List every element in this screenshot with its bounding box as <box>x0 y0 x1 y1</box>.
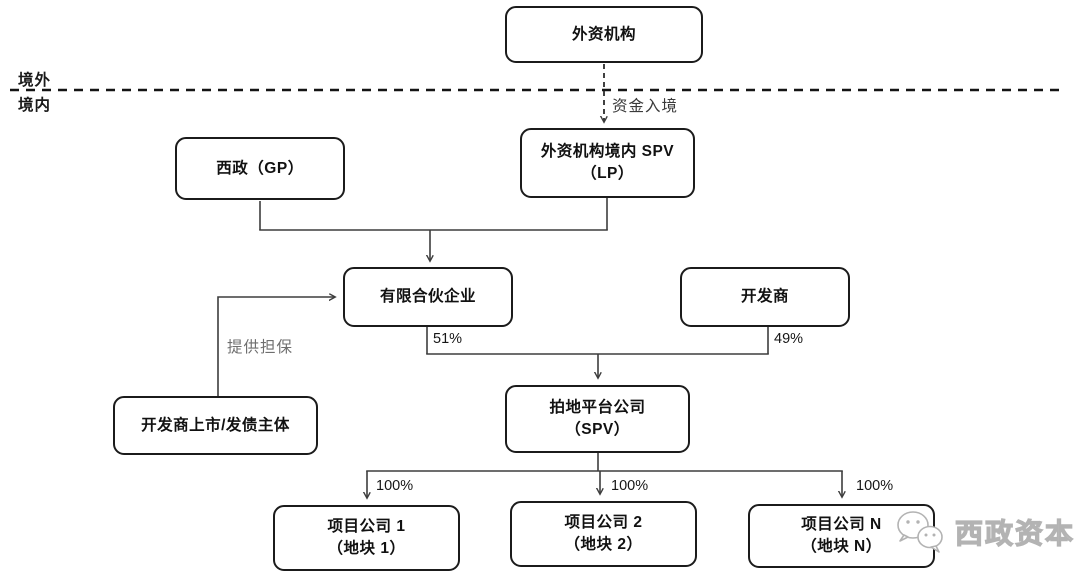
node-land-platform-line2: （SPV） <box>565 421 630 438</box>
node-project1-line2: （地块 1） <box>327 540 406 557</box>
node-land-platform-line1: 拍地平台公司 <box>549 399 646 417</box>
node-land-platform: 拍地平台公司 （SPV） <box>505 385 690 453</box>
node-onshore-spv-line1: 外资机构境内 SPV <box>540 143 675 161</box>
node-project2-line1: 项目公司 2 <box>564 514 643 532</box>
project2-share-label: 100% <box>611 478 649 494</box>
wechat-icon <box>897 511 943 553</box>
project1-share-label: 100% <box>376 478 414 494</box>
funds-inbound-label: 资金入境 <box>612 98 679 115</box>
region-label-onshore: 境内 <box>18 97 52 114</box>
node-developer: 开发商 <box>680 267 850 327</box>
node-projectN-line1: 项目公司 N <box>801 516 882 534</box>
developer-share-label: 49% <box>774 331 804 347</box>
node-onshore-spv-line2: （LP） <box>581 165 634 182</box>
node-onshore-spv: 外资机构境内 SPV （LP） <box>520 128 695 198</box>
node-developer-entity-label: 开发商上市/发债主体 <box>141 416 290 434</box>
node-limited-partnership: 有限合伙企业 <box>343 267 513 327</box>
node-projectN-line2: （地块 N） <box>801 538 882 555</box>
guarantee-label: 提供担保 <box>227 339 294 356</box>
lp-share-label: 51% <box>433 331 463 347</box>
projectN-share-label: 100% <box>856 478 894 494</box>
node-limited-partnership-label: 有限合伙企业 <box>379 288 476 306</box>
node-project1-line1: 项目公司 1 <box>327 518 406 536</box>
node-developer-entity: 开发商上市/发债主体 <box>113 396 318 455</box>
guarantee-arrow <box>217 297 335 396</box>
node-project2-line2: （地块 2） <box>564 536 643 553</box>
region-label-offshore: 境外 <box>18 72 52 89</box>
watermark: 西政资本 <box>891 506 1075 558</box>
node-gp: 西政（GP） <box>175 137 345 200</box>
node-foreign-institution-label: 外资机构 <box>571 25 636 43</box>
node-foreign-institution: 外资机构 <box>505 6 703 63</box>
watermark-text: 西政资本 <box>954 518 1076 550</box>
node-project2: 项目公司 2 （地块 2） <box>510 501 697 567</box>
node-gp-label: 西政（GP） <box>216 159 304 177</box>
node-project1: 项目公司 1 （地块 1） <box>273 505 460 571</box>
node-developer-label: 开发商 <box>740 288 789 306</box>
